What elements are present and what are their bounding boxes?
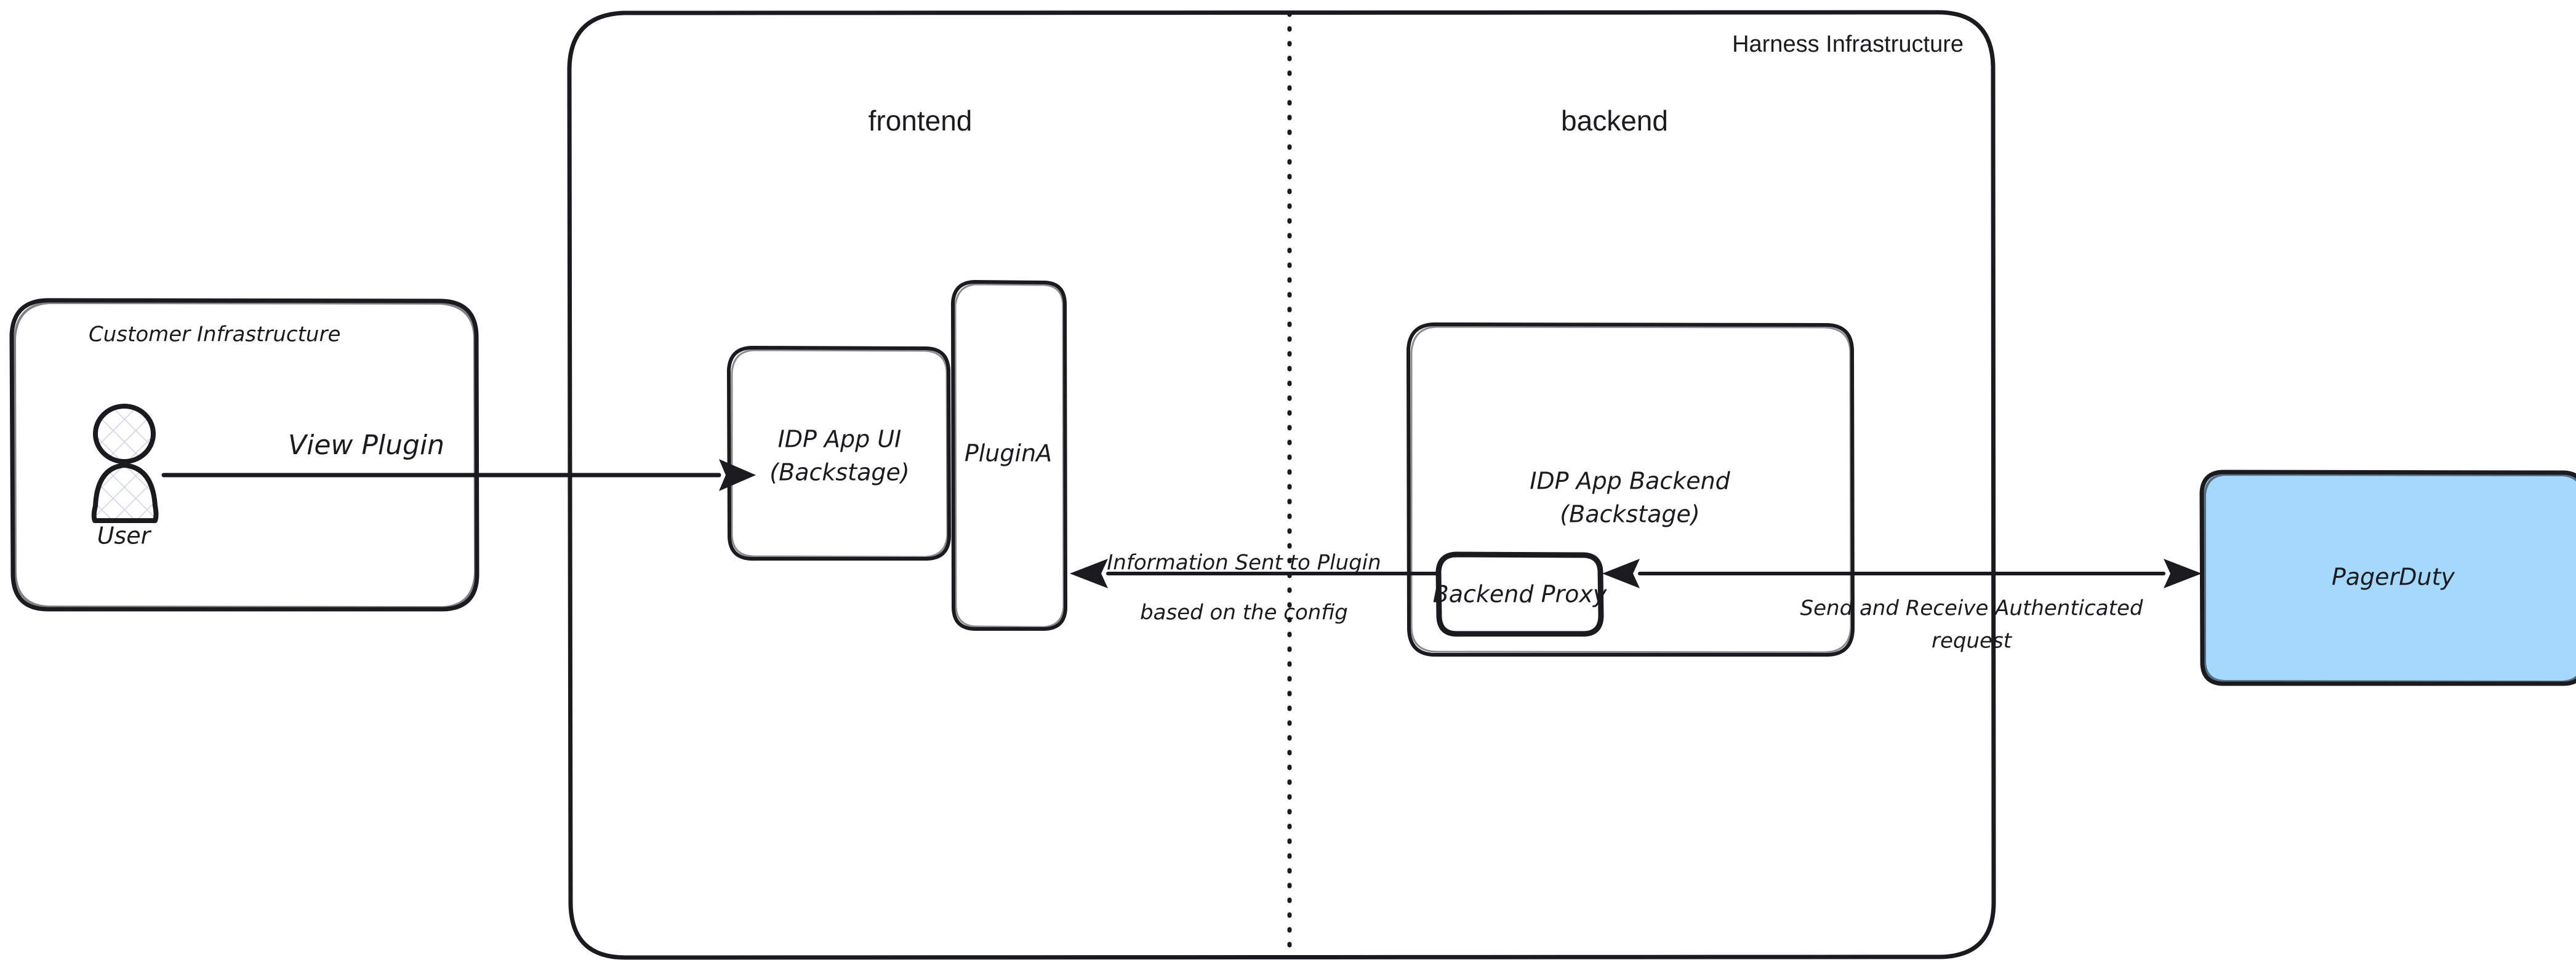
edge-view-plugin-arrowhead xyxy=(719,459,756,491)
backend-proxy-label: Backend Proxy xyxy=(1433,581,1607,608)
idp-app-ui-border xyxy=(727,346,951,561)
pagerduty-label: PagerDuty xyxy=(2332,564,2455,591)
edge-information-sent-arrowhead xyxy=(1070,559,1108,588)
edge-view-plugin: View Plugin xyxy=(161,430,756,491)
idp-app-ui-node[interactable]: IDP App UI (Backstage) xyxy=(727,346,951,561)
idp-app-ui-label-line1: IDP App UI xyxy=(778,426,902,453)
edge-information-sent-to-plugin: Information Sent to Plugin based on the … xyxy=(1070,551,1439,625)
plugin-a-label: PluginA xyxy=(965,440,1052,467)
user-label: User xyxy=(97,522,152,550)
backend-proxy-border xyxy=(1435,551,1604,637)
edge-send-receive-arrowhead-right xyxy=(2164,559,2202,588)
pagerduty-border xyxy=(2199,470,2576,686)
edge-send-receive-arrowhead-left xyxy=(1602,559,1640,588)
customer-infrastructure-label: Customer Infrastructure xyxy=(89,322,340,347)
idp-app-backend-label-line1: IDP App Backend xyxy=(1530,468,1730,495)
section-label-frontend: frontend xyxy=(869,105,973,137)
idp-app-ui-border-sketch xyxy=(731,349,949,558)
section-label-backend: backend xyxy=(1561,105,1668,137)
backend-proxy-node[interactable]: Backend Proxy xyxy=(1433,551,1607,637)
idp-app-backend-border-sketch xyxy=(1410,326,1852,654)
pagerduty-node[interactable]: PagerDuty xyxy=(2199,470,2576,686)
edge-information-sent-label-line2: based on the config xyxy=(1140,601,1348,625)
customer-infrastructure-container: Customer Infrastructure xyxy=(9,298,479,612)
harness-infrastructure-container: Harness Infrastructure xyxy=(567,10,1996,960)
edge-send-receive-label-line2: request xyxy=(1932,629,2013,654)
edge-view-plugin-label: View Plugin xyxy=(288,430,444,461)
user-head-icon xyxy=(93,404,156,464)
customer-infrastructure-border-sketch xyxy=(14,302,476,609)
user-actor-icon: User xyxy=(91,404,159,550)
edge-send-receive-authenticated: Send and Receive Authenticated request xyxy=(1602,559,2202,654)
idp-app-backend-node[interactable]: IDP App Backend (Backstage) xyxy=(1406,322,1855,657)
customer-infrastructure-border xyxy=(9,298,479,612)
idp-app-ui-label-line2: (Backstage) xyxy=(769,459,909,486)
idp-app-backend-border xyxy=(1406,322,1855,657)
idp-app-backend-label-line2: (Backstage) xyxy=(1560,501,1699,528)
plugin-a-border xyxy=(951,280,1067,631)
user-body-icon xyxy=(91,463,159,523)
edge-information-sent-label-line1: Information Sent to Plugin xyxy=(1107,551,1381,575)
harness-infrastructure-border xyxy=(567,10,1996,960)
pagerduty-border-sketch xyxy=(2204,473,2576,683)
harness-infrastructure-label: Harness Infrastructure xyxy=(1732,31,1964,57)
plugin-a-border-sketch xyxy=(954,283,1065,628)
edge-send-receive-label-line1: Send and Receive Authenticated xyxy=(1800,596,2143,621)
plugin-a-node[interactable]: PluginA xyxy=(951,280,1067,631)
